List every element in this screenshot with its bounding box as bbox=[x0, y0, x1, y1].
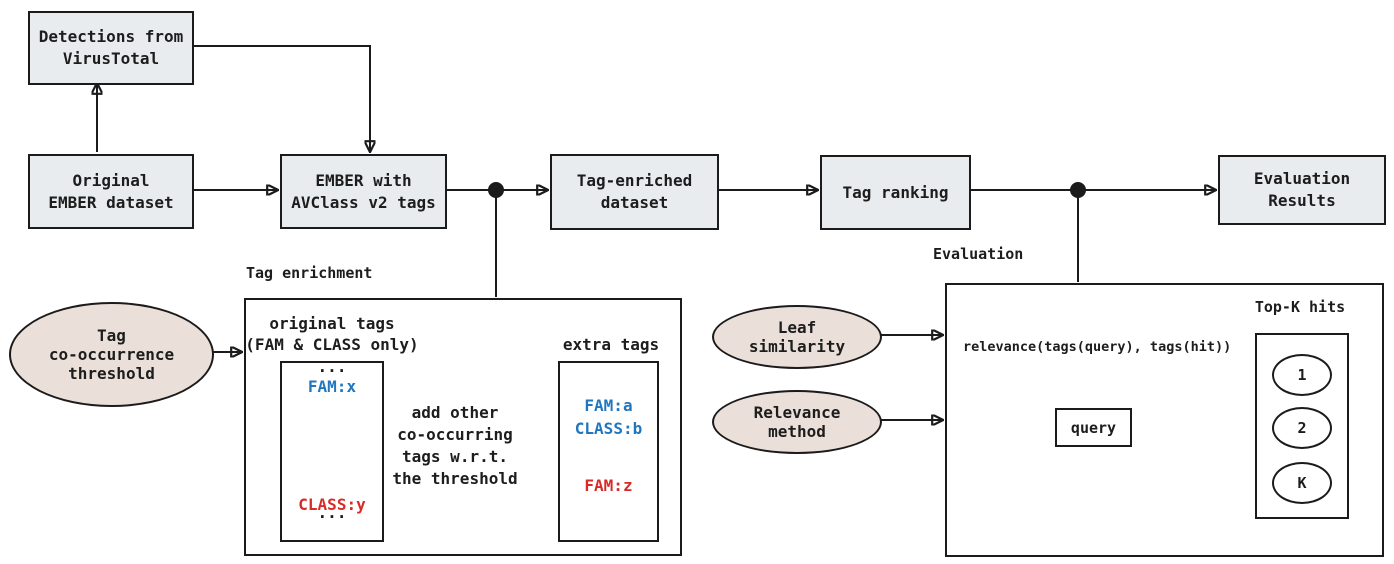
node-original-ember-label-line1: Original bbox=[72, 170, 150, 190]
relevance-method-label-line1: Relevance bbox=[753, 403, 841, 422]
enrichment-note-line1: add other bbox=[411, 403, 499, 422]
query-box-label: query bbox=[1070, 418, 1117, 437]
node-original-ember-label: Original EMBER dataset bbox=[48, 170, 173, 214]
original-tags-class-y: CLASS:y bbox=[298, 495, 366, 514]
enrichment-note-line4: the threshold bbox=[392, 469, 518, 488]
original-tags-heading: original tags (FAM & CLASS only) bbox=[237, 313, 427, 355]
enrichment-note-line2: co-occurring bbox=[397, 425, 513, 444]
junction-dot-1 bbox=[488, 182, 504, 198]
threshold-label-line3: threshold bbox=[68, 364, 155, 383]
original-tags-ellipsis-bottom: ... bbox=[317, 503, 347, 522]
threshold-ellipse-label: Tag co-occurrence threshold bbox=[49, 326, 174, 383]
enrichment-note-line3: tags w.r.t. bbox=[402, 447, 508, 466]
threshold-label-line2: co-occurrence bbox=[48, 345, 175, 364]
tag-enrichment-section-label: Tag enrichment bbox=[246, 264, 373, 282]
node-ember-avclass-label-line2: AVClass v2 tags bbox=[291, 192, 436, 212]
node-ember-avclass-label: EMBER with AVClass v2 tags bbox=[291, 170, 436, 214]
leaf-similarity-label-line2: similarity bbox=[748, 337, 846, 356]
node-tag-ranking: Tag ranking bbox=[820, 155, 971, 230]
node-tag-enriched-dataset: Tag-enriched dataset bbox=[550, 154, 719, 230]
leaf-similarity-ellipse: Leaf similarity bbox=[712, 305, 882, 369]
node-tag-ranking-label-line1: Tag ranking bbox=[842, 182, 949, 202]
hit-circle-2-label: 2 bbox=[1297, 419, 1307, 437]
hit-circle-k: K bbox=[1272, 462, 1332, 504]
node-evaluation-results-label-line2: Results bbox=[1268, 191, 1336, 210]
hit-circle-2: 2 bbox=[1272, 407, 1332, 449]
relevance-formula: relevance(tags(query), tags(hit)) bbox=[963, 339, 1232, 355]
node-detections-label: Detections from VirusTotal bbox=[39, 26, 184, 70]
original-tags-heading-line1: original tags bbox=[269, 314, 395, 333]
node-detections-label-line1: Detections from bbox=[38, 27, 184, 46]
node-original-ember-label-line2: EMBER dataset bbox=[48, 192, 174, 212]
node-evaluation-results: Evaluation Results bbox=[1218, 155, 1386, 225]
extra-tags-box: FAM:a CLASS:b FAM:z bbox=[558, 361, 659, 542]
hit-circle-k-label: K bbox=[1297, 474, 1307, 492]
tag-cooccurrence-threshold-ellipse: Tag co-occurrence threshold bbox=[9, 302, 214, 407]
relevance-method-label: Relevance method bbox=[754, 403, 841, 441]
node-tag-enriched-label: Tag-enriched dataset bbox=[577, 170, 693, 214]
edge-detections-to-ember-avclass bbox=[190, 45, 370, 150]
node-tag-enriched-label-line1: Tag-enriched bbox=[576, 171, 693, 190]
node-tag-ranking-label: Tag ranking bbox=[843, 182, 949, 204]
node-evaluation-results-label-line1: Evaluation bbox=[1253, 169, 1351, 188]
extra-tags-fam-a: FAM:a bbox=[584, 396, 633, 415]
hit-circle-1: 1 bbox=[1272, 354, 1332, 396]
enrichment-note: add other co-occurring tags w.r.t. the t… bbox=[355, 402, 555, 490]
node-evaluation-results-label: Evaluation Results bbox=[1254, 168, 1350, 212]
junction-dot-2 bbox=[1070, 182, 1086, 198]
node-ember-avclass-label-line1: EMBER with bbox=[315, 170, 412, 190]
hit-circle-1-label: 1 bbox=[1297, 366, 1307, 384]
leaf-similarity-label: Leaf similarity bbox=[749, 318, 845, 356]
original-tags-heading-line2: (FAM & CLASS only) bbox=[245, 335, 419, 354]
extra-tags-fam-z: FAM:z bbox=[584, 476, 633, 495]
extra-tags-class-b: CLASS:b bbox=[574, 419, 643, 438]
original-tags-ellipsis-top: ... bbox=[317, 357, 347, 376]
node-detections-label-line2: VirusTotal bbox=[62, 49, 160, 68]
relevance-method-label-line2: method bbox=[768, 422, 826, 441]
query-box: query bbox=[1055, 408, 1132, 447]
leaf-similarity-label-line1: Leaf bbox=[777, 318, 817, 337]
topk-hits-heading: Top-K hits bbox=[1254, 298, 1346, 316]
node-ember-with-avclass-tags: EMBER with AVClass v2 tags bbox=[280, 154, 447, 229]
extra-tags-heading: extra tags bbox=[562, 335, 660, 354]
relevance-method-ellipse: Relevance method bbox=[712, 390, 882, 454]
node-original-ember-dataset: Original EMBER dataset bbox=[28, 154, 194, 229]
original-tags-fam-x: FAM:x bbox=[307, 377, 357, 396]
evaluation-section-label: Evaluation bbox=[933, 245, 1024, 263]
node-detections-from-virustotal: Detections from VirusTotal bbox=[28, 11, 194, 85]
original-tags-box: ... FAM:x CLASS:y ... bbox=[280, 357, 384, 542]
threshold-label-line1: Tag bbox=[97, 326, 126, 345]
node-tag-enriched-label-line2: dataset bbox=[600, 193, 669, 212]
